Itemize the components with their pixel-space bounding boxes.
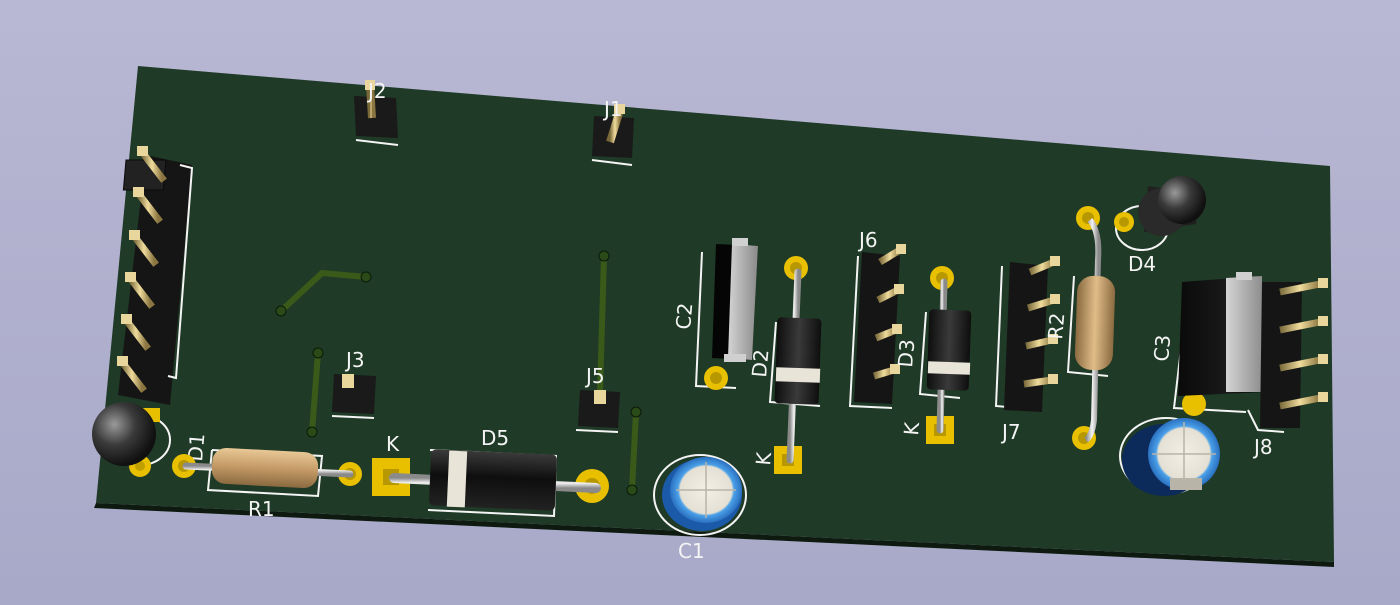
resistor-r2 <box>1066 206 1116 450</box>
led-d4 <box>1114 176 1206 251</box>
label-d2: D2 <box>747 348 773 378</box>
label-c1: C1 <box>678 539 705 563</box>
label-j7: J7 <box>1000 420 1021 444</box>
capacitor-c3 <box>1172 272 1264 416</box>
label-k-d3: K <box>899 420 924 436</box>
header-j1 <box>591 104 634 166</box>
label-c3: C3 <box>1149 334 1175 363</box>
vias <box>275 250 642 496</box>
label-j5: J5 <box>584 364 605 388</box>
header-j8 <box>1247 278 1328 433</box>
header-j5 <box>575 390 620 433</box>
header-j7 <box>994 256 1060 412</box>
label-j1: J1 <box>602 97 623 121</box>
label-d5: D5 <box>481 426 509 450</box>
label-j2: J2 <box>366 79 387 103</box>
label-j3: J3 <box>344 348 365 372</box>
label-c2: C2 <box>671 302 697 331</box>
label-j8: J8 <box>1252 435 1273 459</box>
diode-d3 <box>918 266 972 444</box>
label-r1: R1 <box>248 497 275 521</box>
capacitor-electrolytic-right <box>1119 417 1220 496</box>
header-j3 <box>331 374 376 419</box>
capacitor-c1 <box>653 454 747 536</box>
label-d3: D3 <box>893 338 919 368</box>
label-j6: J6 <box>857 228 878 252</box>
pcb-board-edge <box>94 503 1334 567</box>
led-d1 <box>92 402 171 477</box>
header-j6 <box>848 244 906 409</box>
resistor-r1 <box>172 447 362 498</box>
diode-d2 <box>768 256 822 474</box>
capacitor-c2 <box>694 238 758 390</box>
diode-d5 <box>372 449 609 518</box>
header-left-6pin <box>117 146 194 405</box>
label-k-d2: K <box>751 450 776 466</box>
label-d4: D4 <box>1128 252 1156 276</box>
copper-traces <box>278 253 639 493</box>
label-k-d5: K <box>386 432 400 456</box>
label-r2: R2 <box>1043 312 1069 341</box>
header-j2 <box>354 80 399 146</box>
